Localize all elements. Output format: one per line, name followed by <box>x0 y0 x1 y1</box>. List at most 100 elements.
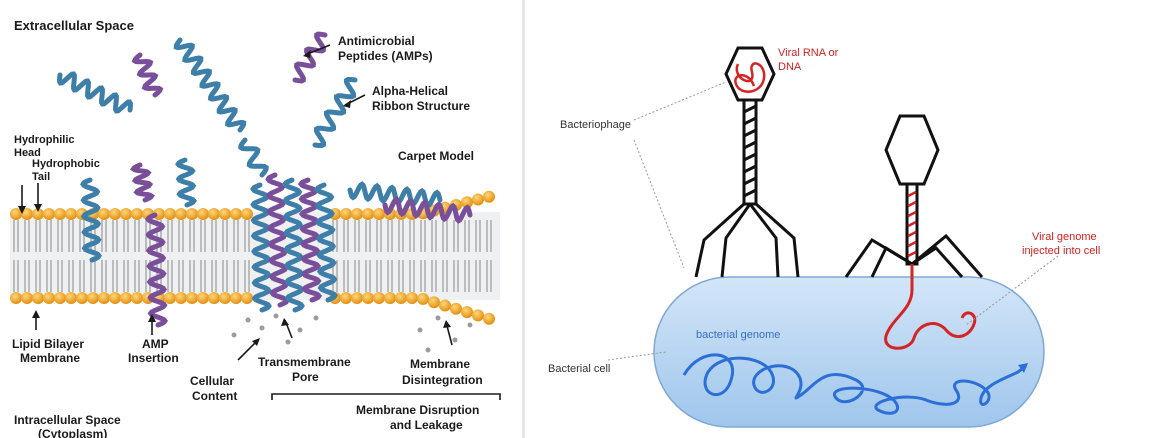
lipid-head <box>219 292 231 304</box>
leaked-particle <box>246 318 251 323</box>
lipid-head <box>417 293 429 305</box>
lipid-head <box>32 292 44 304</box>
lipid-head <box>98 208 110 220</box>
amp-label-line2: Peptides (AMPs) <box>338 49 433 63</box>
lipid-head <box>208 292 220 304</box>
amp-mechanism-diagram: Extracellular Space Antimicrobial Peptid… <box>0 0 520 438</box>
lipid-head <box>428 296 440 308</box>
lipid-head <box>120 292 132 304</box>
viral-rna-label-line2: DNA <box>778 61 802 73</box>
leaked-particle <box>274 314 279 319</box>
lipid-head <box>208 208 220 220</box>
lipid-head <box>65 208 77 220</box>
amp-label-line1: Antimicrobial <box>338 34 415 48</box>
lipid-head <box>351 208 363 220</box>
phage1-legs <box>696 204 798 277</box>
extracellular-label: Extracellular Space <box>14 18 134 33</box>
disintegration-label-line1: Membrane <box>410 357 470 371</box>
helix-label-line1: Alpha-Helical <box>372 84 448 98</box>
lipid-head <box>472 194 484 206</box>
bacteriophage-diagram: Viral RNA or DNA Bacteriophage Viral gen… <box>526 0 1156 438</box>
leaked-particle <box>286 340 291 345</box>
lipid-head <box>439 300 451 312</box>
lipid-head <box>175 292 187 304</box>
disruption-label-line2: and Leakage <box>390 418 463 432</box>
leaked-particle <box>426 348 431 353</box>
lipid-head <box>120 208 132 220</box>
lipid-head <box>54 292 66 304</box>
lipid-head <box>351 292 363 304</box>
lipid-head <box>241 208 253 220</box>
leaked-particle <box>314 316 319 321</box>
cellular-content-label-line1: Cellular <box>190 374 234 388</box>
lipid-head <box>362 208 374 220</box>
lipid-bilayer-label-line2: Membrane <box>20 351 80 365</box>
intracellular-label-line1: Intracellular Space <box>14 413 121 427</box>
carpet-model-label: Carpet Model <box>398 149 474 163</box>
lipid-head <box>98 292 110 304</box>
lipid-head <box>461 306 473 318</box>
lipid-head <box>164 292 176 304</box>
cellular-content-label-line2: Content <box>192 389 237 403</box>
lipid-head <box>406 292 418 304</box>
panel-divider <box>522 0 525 438</box>
helix-label-line2: Ribbon Structure <box>372 99 470 113</box>
lipid-head <box>43 208 55 220</box>
lipid-head <box>43 292 55 304</box>
leaked-particle <box>298 328 303 333</box>
lipid-head <box>340 208 352 220</box>
amp-helix <box>176 40 243 130</box>
hydrophobic-label-line2: Tail <box>32 171 50 183</box>
lipid-head <box>384 292 396 304</box>
amp-insertion-label-line2: Insertion <box>128 351 179 365</box>
lipid-head <box>373 208 385 220</box>
pore-label-line1: Transmembrane <box>258 355 351 369</box>
leakage-particles <box>232 314 473 353</box>
amp-helix <box>60 74 131 111</box>
lipid-head <box>197 292 209 304</box>
amp-helix <box>178 160 194 205</box>
lipid-head <box>483 313 495 325</box>
amp-insertion-label-line1: AMP <box>142 337 169 351</box>
lipid-head <box>186 292 198 304</box>
hydrophobic-label-line1: Hydrophobic <box>32 158 100 170</box>
lipid-head <box>450 303 462 315</box>
leaked-particle <box>468 323 473 328</box>
lipid-head <box>109 208 121 220</box>
lipid-head <box>241 292 253 304</box>
lipid-head <box>395 292 407 304</box>
lipid-head <box>65 292 77 304</box>
lipid-head <box>109 292 121 304</box>
viral-rna-label-line1: Viral RNA or <box>778 47 839 59</box>
lipid-head <box>483 191 495 203</box>
leaked-particle <box>260 326 265 331</box>
leaked-particle <box>418 328 423 333</box>
lipid-head <box>197 208 209 220</box>
amp-helix <box>241 140 266 175</box>
lipid-head <box>164 208 176 220</box>
lipid-head <box>373 292 385 304</box>
leaked-particle <box>232 333 237 338</box>
lipid-head <box>186 208 198 220</box>
bacteriophage-right <box>886 116 938 264</box>
bacterial-cell-label: Bacterial cell <box>548 363 610 375</box>
lipid-head <box>131 208 143 220</box>
lipid-head <box>76 292 88 304</box>
hydrophilic-label-line1: Hydrophilic <box>14 134 75 146</box>
lipid-head <box>175 208 187 220</box>
pore-label-line2: Pore <box>292 370 319 384</box>
leaked-particle <box>453 338 458 343</box>
lipid-head <box>219 208 231 220</box>
intracellular-label-line2: (Cytoplasm) <box>38 427 107 438</box>
lipid-head <box>131 292 143 304</box>
phage1-tail <box>744 100 756 204</box>
lipid-head <box>54 208 66 220</box>
amp-helix <box>315 80 355 146</box>
leaked-particle <box>436 316 441 321</box>
amp-helix <box>134 165 152 200</box>
bacteriophage-label: Bacteriophage <box>560 119 631 131</box>
lipid-head <box>10 292 22 304</box>
lipid-bilayer-label-line1: Lipid Bilayer <box>12 337 84 351</box>
injected-genome-label-line2: injected into cell <box>1022 245 1100 257</box>
injected-genome-label-line1: Viral genome <box>1032 231 1097 243</box>
